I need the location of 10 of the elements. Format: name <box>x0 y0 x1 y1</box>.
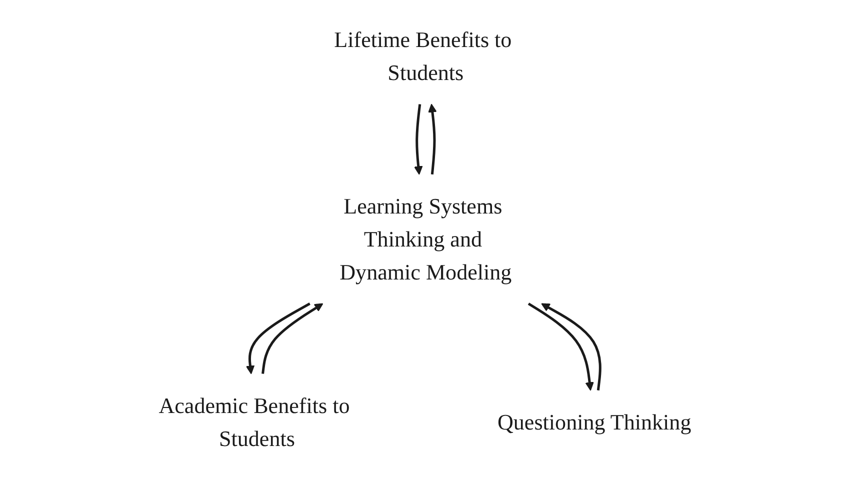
node-text: Questioning Thinking <box>497 409 692 434</box>
arrow <box>541 303 602 390</box>
node-text: Lifetime Benefits to Students <box>334 27 512 86</box>
arrow <box>528 302 594 391</box>
node-text: Academic Benefits to Students <box>158 392 350 451</box>
arrow <box>262 303 324 374</box>
node-text: Learning Systems Thinking and Dynamic Modeling <box>340 193 512 285</box>
arrow <box>414 104 423 175</box>
arrow <box>246 302 310 374</box>
arrow <box>428 104 437 174</box>
